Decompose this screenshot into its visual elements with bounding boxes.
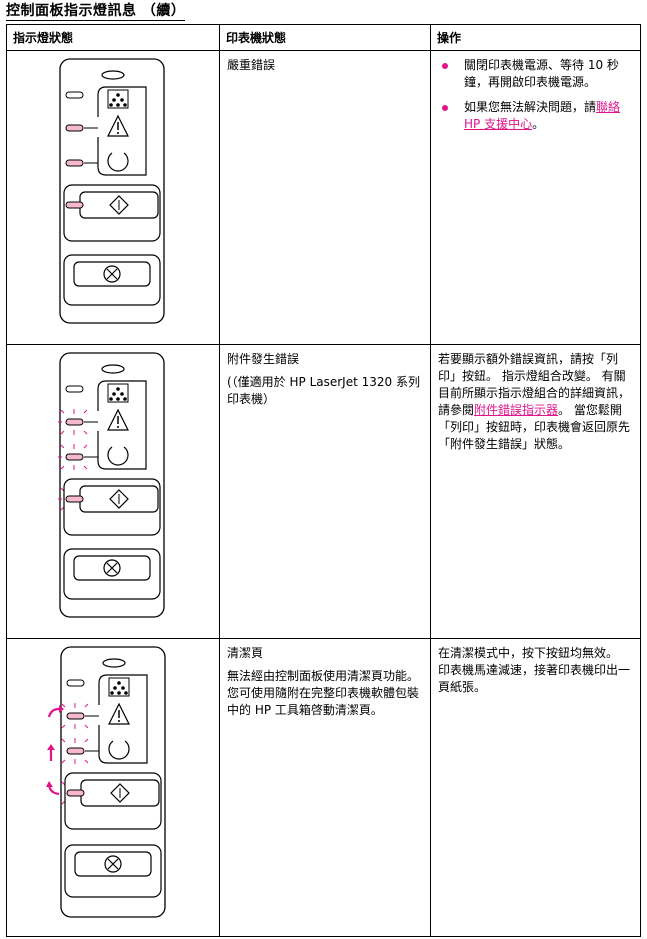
attention-icon bbox=[107, 408, 129, 431]
printer-state-note: 無法經由控制面板使用清潔頁功能。 您可使用隨附在完整印表機軟體包裝中的 HP 工… bbox=[227, 669, 420, 717]
printer-state: 清潔頁 bbox=[227, 646, 264, 660]
contact-hp-support-link[interactable]: 聯絡 HP 支援中心 bbox=[464, 100, 621, 131]
led-toner bbox=[65, 91, 84, 99]
toner-icon bbox=[108, 677, 130, 697]
control-panel-illustration bbox=[6, 344, 220, 639]
action-cell: 若要顯示額外錯誤資訊，請按「列印」按鈕。 指示燈組合改變。 有關目前所顯示指示燈… bbox=[430, 344, 641, 639]
control-panel-diagram bbox=[58, 352, 165, 618]
table-header-row: 指示燈狀態 印表機狀態 操作 bbox=[6, 24, 641, 51]
table-row: 嚴重錯誤 關閉印表機電源、等待 10 秒鐘，再開啟印表機電源。 如果您無法解決問… bbox=[6, 50, 641, 345]
header-printer-status: 印表機狀態 bbox=[219, 24, 431, 51]
printer-state-cell: 嚴重錯誤 bbox=[219, 50, 431, 345]
led-attention bbox=[66, 712, 85, 720]
cancel-button bbox=[63, 254, 161, 306]
printer-state: 嚴重錯誤 bbox=[227, 58, 276, 72]
printer-state-note: (（僅適用於 HP LaserJet 1320 系列印表機） bbox=[227, 375, 420, 406]
action-text: 在清潔模式中，按下按鈕均無效。 印表機馬達減速，接著印表機印出一頁紙張。 bbox=[438, 646, 631, 694]
arrow-icon bbox=[46, 705, 64, 796]
go-button bbox=[63, 184, 161, 242]
attention-icon bbox=[107, 114, 129, 137]
led-toner bbox=[65, 385, 84, 393]
ready-icon bbox=[107, 446, 129, 466]
led-go bbox=[66, 789, 85, 797]
cancel-button bbox=[64, 844, 162, 898]
blink-rays-icon bbox=[58, 409, 88, 513]
table-row: 清潔頁 無法經由控制面板使用清潔頁功能。 您可使用隨附在完整印表機軟體包裝中的 … bbox=[6, 638, 641, 937]
printer-state-cell: 清潔頁 無法經由控制面板使用清潔頁功能。 您可使用隨附在完整印表機軟體包裝中的 … bbox=[219, 638, 431, 937]
cancel-button-icon bbox=[103, 265, 121, 283]
list-item: 關閉印表機電源、等待 10 秒鐘，再開啟印表機電源。 bbox=[438, 57, 633, 91]
cancel-button-icon bbox=[103, 559, 121, 577]
control-panel-diagram bbox=[46, 646, 166, 918]
header-light-status: 指示燈狀態 bbox=[6, 24, 220, 51]
go-button bbox=[63, 478, 161, 536]
led-attention bbox=[65, 418, 84, 426]
cancel-button bbox=[63, 548, 161, 600]
action-cell: 在清潔模式中，按下按鈕均無效。 印表機馬達減速，接著印表機印出一頁紙張。 bbox=[430, 638, 641, 937]
action-list: 關閉印表機電源、等待 10 秒鐘，再開啟印表機電源。 如果您無法解決問題，請聯絡… bbox=[438, 57, 633, 133]
bullet-icon bbox=[442, 63, 448, 69]
ready-icon bbox=[107, 152, 129, 172]
action-cell: 關閉印表機電源、等待 10 秒鐘，再開啟印表機電源。 如果您無法解決問題，請聯絡… bbox=[430, 50, 641, 345]
go-button-icon bbox=[109, 489, 129, 509]
led-ready bbox=[65, 453, 84, 461]
cancel-button-icon bbox=[104, 855, 122, 873]
printer-state: 附件發生錯誤 bbox=[227, 352, 300, 366]
attention-icon bbox=[108, 702, 130, 725]
toner-icon bbox=[107, 89, 129, 109]
header-action: 操作 bbox=[430, 24, 641, 51]
bullet-icon bbox=[442, 105, 448, 111]
list-item: 如果您無法解決問題，請聯絡 HP 支援中心。 bbox=[438, 99, 633, 133]
led-toner bbox=[66, 679, 85, 687]
go-button bbox=[64, 772, 162, 830]
status-table: 指示燈狀態 印表機狀態 操作 bbox=[6, 24, 641, 937]
go-button-icon bbox=[109, 195, 129, 215]
control-panel-diagram bbox=[59, 58, 165, 324]
control-panel-illustration bbox=[6, 50, 220, 345]
ready-icon bbox=[108, 740, 130, 760]
led-ready bbox=[65, 159, 84, 167]
printer-state-cell: 附件發生錯誤 (（僅適用於 HP LaserJet 1320 系列印表機） bbox=[219, 344, 431, 639]
go-button-icon bbox=[110, 783, 130, 803]
led-attention bbox=[65, 124, 84, 132]
page-title: 控制面板指示燈訊息 （續） bbox=[6, 3, 186, 21]
table-row: 附件發生錯誤 (（僅適用於 HP LaserJet 1320 系列印表機） 若要… bbox=[6, 344, 641, 639]
led-ready bbox=[66, 747, 85, 755]
control-panel-illustration bbox=[6, 638, 220, 937]
led-go bbox=[65, 201, 84, 209]
led-go bbox=[65, 495, 84, 503]
toner-icon bbox=[107, 383, 129, 403]
accessory-error-indicator-link[interactable]: 附件錯誤指示器 bbox=[474, 403, 559, 417]
